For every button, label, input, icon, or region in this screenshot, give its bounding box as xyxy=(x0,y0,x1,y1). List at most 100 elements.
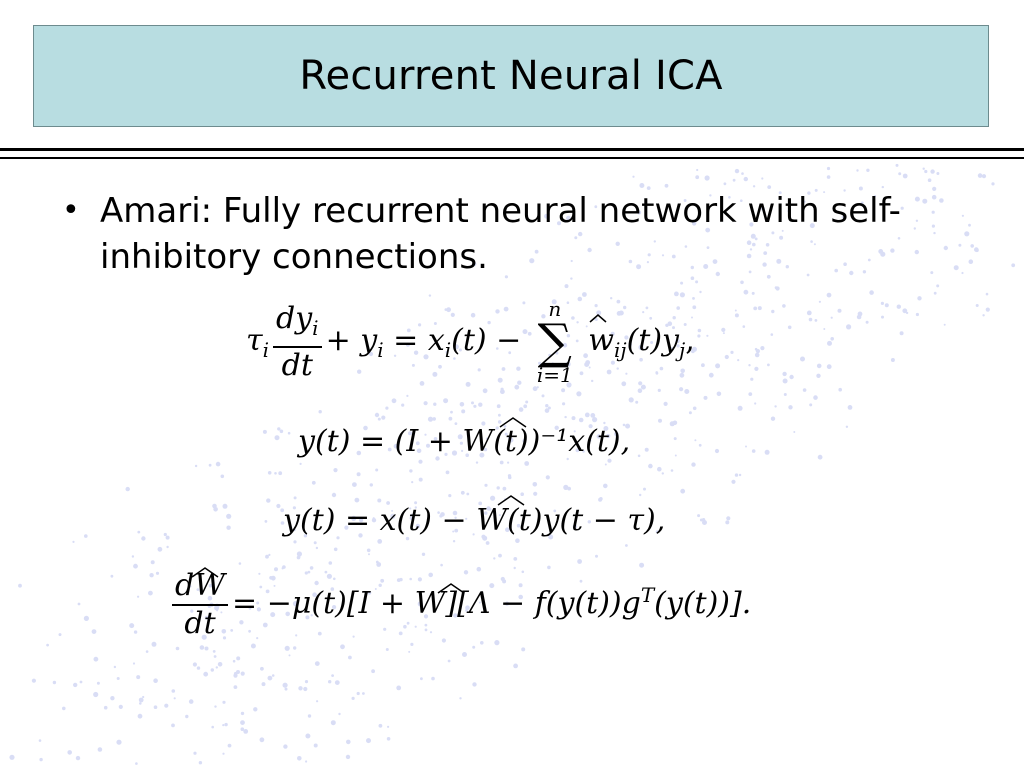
scatter-dot xyxy=(671,254,676,259)
scatter-dot xyxy=(196,666,201,670)
scatter-dot xyxy=(939,198,944,203)
scatter-dot xyxy=(157,546,163,552)
scatter-dot xyxy=(788,405,793,410)
scatter-dot xyxy=(304,571,308,575)
scatter-dot xyxy=(333,547,338,552)
scatter-dot xyxy=(185,714,189,719)
scatter-dot xyxy=(417,577,422,582)
scatter-dot xyxy=(136,675,141,680)
scatter-dot xyxy=(292,506,296,510)
scatter-dot xyxy=(148,590,153,596)
scatter-dot xyxy=(226,525,231,530)
scatter-dot xyxy=(557,221,561,226)
scatter-dot xyxy=(648,463,653,469)
scatter-dot xyxy=(378,723,383,728)
scatter-dot xyxy=(977,173,983,178)
scatter-dot xyxy=(303,534,308,538)
scatter-dot xyxy=(644,447,649,452)
bullet-text: Amari: Fully recurrent neural network wi… xyxy=(100,191,901,277)
eq4-den: dt xyxy=(184,606,216,641)
scatter-dot xyxy=(471,401,474,405)
scatter-dot xyxy=(520,492,524,497)
scatter-dot xyxy=(930,169,935,174)
scatter-dot xyxy=(917,296,922,301)
scatter-dot xyxy=(827,340,832,346)
scatter-dot xyxy=(532,386,538,392)
scatter-dot xyxy=(858,186,863,191)
scatter-dot xyxy=(746,240,752,245)
scatter-dot xyxy=(577,296,583,302)
scatter-dot xyxy=(479,452,485,458)
scatter-dot xyxy=(465,609,468,612)
scatter-dot xyxy=(753,306,758,311)
scatter-dot xyxy=(297,756,302,761)
scatter-dot xyxy=(659,366,664,371)
scatter-dot xyxy=(745,445,747,448)
scatter-dot xyxy=(823,191,826,194)
scatter-dot xyxy=(637,210,642,215)
scatter-dot xyxy=(72,540,75,544)
scatter-dot xyxy=(317,631,322,636)
scatter-dot xyxy=(457,434,463,440)
eq1-w: w xyxy=(588,323,614,358)
scatter-dot xyxy=(770,416,776,421)
scatter-dot xyxy=(697,514,701,518)
scatter-dot xyxy=(776,258,782,264)
scatter-dot xyxy=(268,553,271,557)
scatter-dot xyxy=(661,254,665,257)
scatter-dot xyxy=(991,182,995,186)
scatter-dot xyxy=(222,636,227,640)
scatter-dot xyxy=(737,405,743,411)
scatter-dot xyxy=(684,245,688,248)
scatter-dot xyxy=(410,642,414,647)
scatter-dot xyxy=(603,483,608,489)
scatter-dot xyxy=(503,306,509,312)
scatter-dot xyxy=(274,472,277,475)
scatter-dot xyxy=(808,317,813,322)
scatter-dot xyxy=(313,541,317,545)
scatter-dot xyxy=(459,697,462,700)
scatter-dot xyxy=(330,720,336,726)
scatter-dot xyxy=(203,671,209,677)
scatter-dot xyxy=(740,199,743,202)
scatter-dot xyxy=(566,301,570,305)
scatter-dot xyxy=(496,404,501,409)
scatter-dot xyxy=(498,514,501,517)
scatter-dot xyxy=(153,705,158,709)
scatter-dot xyxy=(674,454,677,457)
scatter-dot xyxy=(774,405,777,408)
scatter-dot xyxy=(314,661,320,666)
scatter-dot xyxy=(171,723,175,728)
scatter-dot xyxy=(415,441,420,446)
scatter-dot xyxy=(591,379,594,383)
scatter-dot xyxy=(201,634,207,640)
scatter-dot xyxy=(880,301,885,305)
scatter-dot xyxy=(837,308,842,313)
scatter-dot xyxy=(498,413,501,417)
scatter-dot xyxy=(333,577,336,581)
equation-2: y(t) = (I + W(t))⁻¹x(t), xyxy=(298,424,630,459)
scatter-dot xyxy=(508,437,514,443)
scatter-dot xyxy=(521,570,525,574)
scatter-dot xyxy=(936,284,940,288)
scatter-dot xyxy=(423,354,429,360)
scatter-dot xyxy=(426,443,430,448)
eq2-w-hat-caret xyxy=(499,417,527,428)
scatter-dot xyxy=(674,291,679,297)
scatter-dot xyxy=(387,447,392,452)
scatter-dot xyxy=(933,231,936,235)
scatter-dot xyxy=(411,363,415,367)
scatter-dot xyxy=(508,351,512,355)
scatter-dot xyxy=(604,463,607,466)
scatter-dot xyxy=(748,392,753,396)
scatter-dot xyxy=(428,572,434,578)
scatter-dot xyxy=(216,609,219,612)
scatter-dot xyxy=(975,304,979,307)
scatter-dot xyxy=(210,668,214,672)
scatter-dot xyxy=(406,328,411,333)
scatter-dot xyxy=(212,503,217,509)
scatter-dot xyxy=(198,761,203,765)
scatter-dot xyxy=(236,656,241,661)
